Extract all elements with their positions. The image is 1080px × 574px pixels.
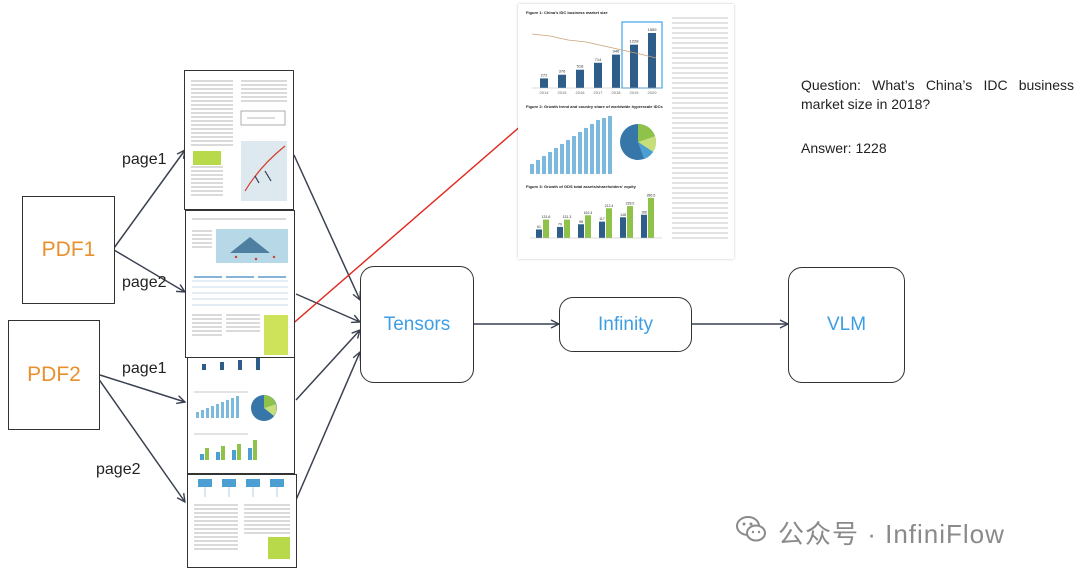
edge-pdf2-page1: [99, 374, 185, 402]
figure3-bar: [564, 219, 570, 238]
figure3-title: Figure 3: Growth of GDS total assets/sha…: [526, 184, 636, 189]
figure1-bar-label: 518: [577, 64, 584, 69]
figure1-year-label: 2014: [540, 90, 550, 95]
figure3-bar: [585, 215, 591, 238]
page-thumbnail-pdf1-page1: [184, 70, 294, 210]
figure3-bar: [620, 217, 626, 238]
figure1-chart: 272 2014 376 2015 518 2016 714 2017 946 2018 1228 2…: [531, 21, 663, 95]
figure3-bar-label: 148: [620, 213, 626, 217]
pdf1-node: PDF1: [22, 196, 115, 304]
page-content-lines: [194, 358, 277, 460]
edge-page-b-tensors: [295, 293, 360, 322]
figure1-bar-label: 272: [541, 72, 548, 77]
figure3-bar-label: 212.4: [605, 204, 614, 208]
figure1-year-label: 2018: [612, 90, 622, 95]
figure1-bar: [540, 78, 548, 88]
figure2-chart: [530, 116, 657, 174]
figure3-bar-label: 162.4: [584, 211, 593, 215]
figure1-bar: [576, 69, 584, 88]
figure1-year-label: 2017: [594, 90, 604, 95]
edge-pdf1-page1: [113, 150, 185, 249]
figure3-bar-label: 131.3: [563, 215, 572, 219]
edge-page-c-tensors: [295, 330, 360, 401]
figure3-bar-label: 286.5: [647, 193, 656, 197]
figure1-bar-label: 714: [595, 57, 602, 62]
figure1-year-label: 2016: [576, 90, 586, 95]
infinity-node: Infinity: [559, 297, 692, 352]
page-content-lines: [192, 218, 288, 355]
figure1-bar-label: 1228: [630, 39, 640, 44]
figure3-bar-label: 131.6: [542, 215, 551, 219]
page-content-lines: [194, 479, 290, 559]
question-text: Question: What’s China’s IDC business ma…: [801, 77, 1074, 112]
vlm-node: VLM: [788, 267, 905, 383]
figure3-bar: [599, 221, 605, 238]
figure1-year-label: 2019: [630, 90, 640, 95]
figure1-bar: [612, 54, 620, 88]
figure3-bar-label: 61: [537, 225, 541, 229]
figure3-bar: [648, 197, 654, 238]
watermark-text: 公众号 · InfiniFlow: [778, 519, 1005, 549]
figure1-bar-label: 1559: [648, 27, 658, 32]
figure3-bar: [627, 206, 633, 238]
figure1-bar: [594, 62, 602, 88]
zoomed-page: Figure 1: China's IDC business market si…: [518, 4, 734, 259]
figure3-bar-label: 228.0: [626, 202, 635, 206]
figure3-bar-label: 79: [558, 222, 562, 226]
figure1-bar-label: 376: [559, 69, 566, 74]
figure1-bar: [630, 44, 638, 88]
figure3-bar: [641, 214, 647, 238]
edge-page-d-tensors: [295, 352, 360, 501]
figure1-bar-label: 946: [613, 49, 620, 54]
figure1-bar: [648, 32, 656, 88]
page-thumbnail-pdf2-page1: [187, 357, 295, 474]
figure1-title: Figure 1: China's IDC business market si…: [526, 10, 608, 15]
pdf2-node: PDF2: [8, 320, 100, 430]
edge-label-pdf1-page2: page2: [122, 274, 167, 291]
edge-label-pdf1-page1: page1: [122, 151, 167, 168]
page-thumbnail-pdf1-page2: [185, 210, 295, 358]
page-thumbnail-pdf2-page2: [187, 474, 297, 568]
edge-label-pdf2-page2: page2: [96, 461, 141, 478]
figure2-title: Figure 2: Growth trend and country share…: [526, 104, 663, 109]
page-content-lines: [191, 80, 287, 201]
edge-page-a-tensors: [293, 154, 360, 300]
figure3-bar: [557, 226, 563, 238]
edge-pdf1-page2: [113, 249, 185, 292]
figure3-bar: [606, 208, 612, 238]
figure3-bar-label: 117: [599, 217, 605, 221]
figure1-bar: [558, 74, 566, 88]
figure3-bar: [536, 229, 542, 238]
answer-text: Answer: 1228: [801, 140, 887, 156]
figure1-year-label: 2020: [648, 90, 658, 95]
pdf1-label: PDF1: [41, 238, 96, 261]
zoomed-page-text-column: [672, 17, 728, 239]
pdf2-label: PDF2: [27, 363, 81, 386]
figure1-year-label: 2015: [558, 90, 568, 95]
figure3-bar: [543, 219, 549, 238]
wechat-icon: [734, 512, 768, 546]
vlm-label: VLM: [826, 314, 867, 335]
tensors-label: Tensors: [383, 313, 451, 335]
figure3-bar: [578, 224, 584, 238]
tensors-node: Tensors: [360, 266, 474, 383]
edge-label-pdf2-page1: page1: [122, 360, 167, 377]
edge-pdf2-page2: [97, 377, 185, 502]
infinity-label: Infinity: [598, 313, 653, 335]
figure3-bar-label: 166: [641, 210, 647, 214]
figure3-bar-label: 98: [579, 220, 583, 224]
